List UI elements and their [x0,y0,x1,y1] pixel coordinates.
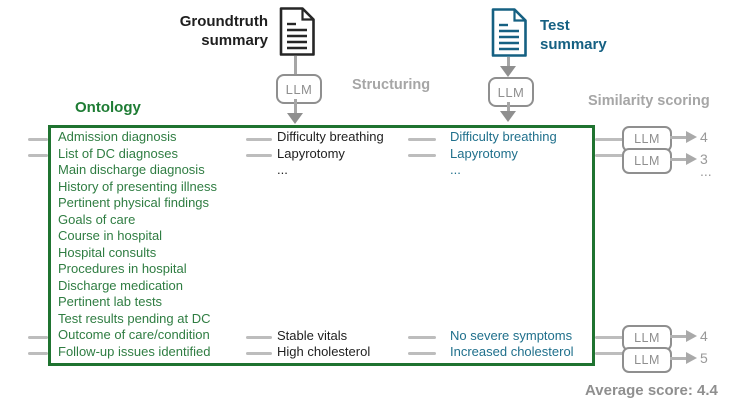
connector-dash [28,154,48,157]
test-value: No severe symptoms [450,327,573,343]
connector-dash [408,137,436,141]
groundtruth-arrow-stem [294,99,297,114]
test-value: ... [450,162,461,177]
similarity-score: 3 [700,151,708,167]
connector-line [595,335,624,339]
groundtruth-connector-line [294,56,297,75]
connector-dash [408,335,436,339]
ontology-item: List of DC diagnoses [58,145,178,161]
test-document-icon [491,8,527,57]
connector-dash [408,352,436,355]
ontology-title: Ontology [75,99,141,116]
ontology-list: Admission diagnosis List of DC diagnoses… [58,129,270,360]
groundtruth-value: High cholesterol [277,344,371,359]
test-connector-line [507,57,510,67]
groundtruth-summary-label-line2: summary [201,32,268,49]
groundtruth-value: ... [277,162,288,177]
ontology-box [48,125,595,366]
scoring-llm-4: LLM [622,347,672,373]
groundtruth-value: Difficulty breathing [277,129,384,144]
test-summary-label-line2: summary [540,36,607,53]
connector-dash [408,154,436,157]
similarity-score: 4 [700,129,708,145]
connector-dash [28,137,48,141]
ontology-item: Test results pending at DC [58,310,211,326]
ontology-item: Procedures in hospital [58,261,187,276]
llm-box-label: LLM [497,84,525,100]
score-arrowhead-icon [686,330,697,342]
groundtruth-summary-label: Groundtruth summary [140,12,268,50]
test-arrowhead-icon [500,66,516,77]
ontology-item: Main discharge diagnosis [58,162,205,177]
score-arrowhead-icon [686,352,697,364]
connector-dash [246,137,272,141]
similarity-score: 4 [700,328,708,344]
connector-dash [246,154,272,157]
groundtruth-value: Lapyrotomy [277,145,345,161]
structuring-label: Structuring [352,77,431,93]
test-value: Increased cholesterol [450,344,574,359]
test-value: Lapyrotomy [450,145,518,161]
llm-box-label: LLM [634,154,660,168]
similarity-score-ellipsis: ... [700,163,712,179]
ontology-item: Course in hospital [58,228,163,243]
ontology-item: Follow-up issues identified [58,343,211,359]
llm-box-label: LLM [285,81,313,97]
score-arrow-stem [670,135,688,139]
ontology-item: Goals of care [58,211,136,227]
test-summary-label-line1: Test [540,17,570,34]
structuring-llm-groundtruth: LLM [276,74,322,104]
connector-line [595,352,624,355]
groundtruth-summary-label-line1: Groundtruth [179,13,268,30]
ontology-item: Discharge medication [58,277,184,293]
connector-line [595,154,624,157]
ontology-item: Admission diagnosis [58,129,177,144]
llm-box-label: LLM [634,132,660,146]
score-arrow-stem [670,157,688,161]
test-summary-label: Test summary [540,16,607,54]
ontology-item: Pertinent physical findings [58,195,210,210]
scoring-llm-2: LLM [622,148,672,174]
connector-line [595,137,624,141]
connector-dash [28,335,48,339]
similarity-score: 5 [700,350,708,366]
score-arrow-stem [670,356,688,360]
ontology-item: Pertinent lab tests [58,294,163,309]
connector-dash [28,352,48,355]
test-arrow-stem [507,102,510,112]
score-arrowhead-icon [686,153,697,165]
ontology-item: Hospital consults [58,244,157,260]
average-score-label: Average score: 4.4 [585,382,718,399]
connector-dash [246,335,272,339]
connector-dash [246,352,272,355]
similarity-scoring-label: Similarity scoring [588,93,710,109]
test-value: Difficulty breathing [450,129,557,144]
groundtruth-document-icon [279,7,315,56]
groundtruth-value: Stable vitals [277,327,348,343]
score-arrowhead-icon [686,131,697,143]
llm-box-label: LLM [634,331,660,345]
score-arrow-stem [670,334,688,338]
llm-box-label: LLM [634,353,660,367]
structuring-llm-test: LLM [488,77,534,107]
groundtruth-arrowhead-icon [287,113,303,124]
test-arrowhead2-icon [500,111,516,122]
ontology-item: History of presenting illness [58,178,217,194]
ontology-item: Outcome of care/condition [58,327,210,342]
